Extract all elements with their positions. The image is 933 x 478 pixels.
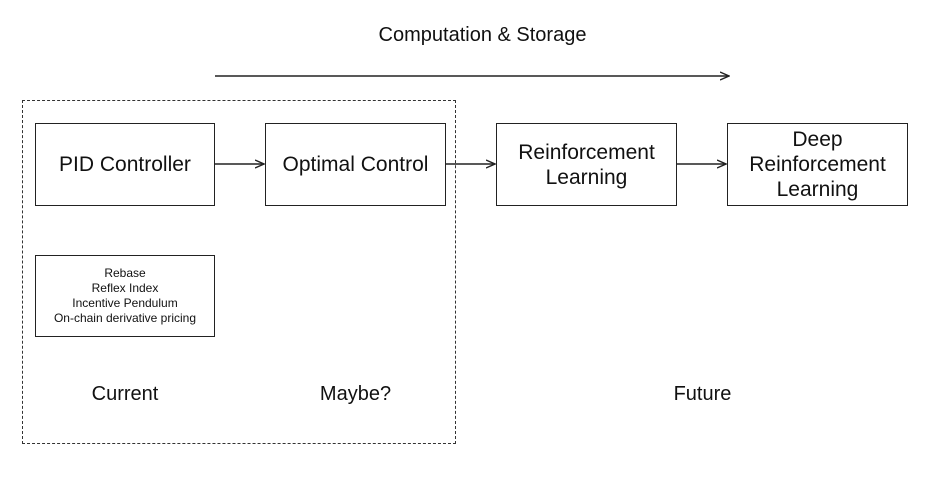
example-item: Rebase bbox=[104, 266, 146, 280]
current-maybe-group bbox=[22, 100, 456, 444]
pid-controller-label: PID Controller bbox=[59, 153, 191, 176]
deep-reinforcement-learning-node: Deep Reinforcement Learning bbox=[727, 123, 908, 206]
example-item: Incentive Pendulum bbox=[72, 296, 178, 310]
example-item: Reflex Index bbox=[91, 281, 159, 295]
optimal-control-label: Optimal Control bbox=[282, 153, 429, 176]
example-item: On-chain derivative pricing bbox=[53, 311, 197, 325]
future-label: Future bbox=[673, 383, 732, 405]
current-label: Current bbox=[91, 383, 159, 405]
pid-controller-node: PID Controller bbox=[35, 123, 215, 206]
optimal-control-node: Optimal Control bbox=[265, 123, 446, 206]
deep-reinforcement-learning-label: Deep Reinforcement Learning bbox=[749, 128, 886, 201]
examples-box: Rebase Reflex Index Incentive Pendulum O… bbox=[35, 255, 215, 337]
maybe-label: Maybe? bbox=[319, 383, 392, 405]
reinforcement-learning-node: Reinforcement Learning bbox=[496, 123, 677, 206]
reinforcement-learning-label: Reinforcement Learning bbox=[518, 140, 655, 189]
diagram-title: Computation & Storage bbox=[378, 24, 587, 46]
